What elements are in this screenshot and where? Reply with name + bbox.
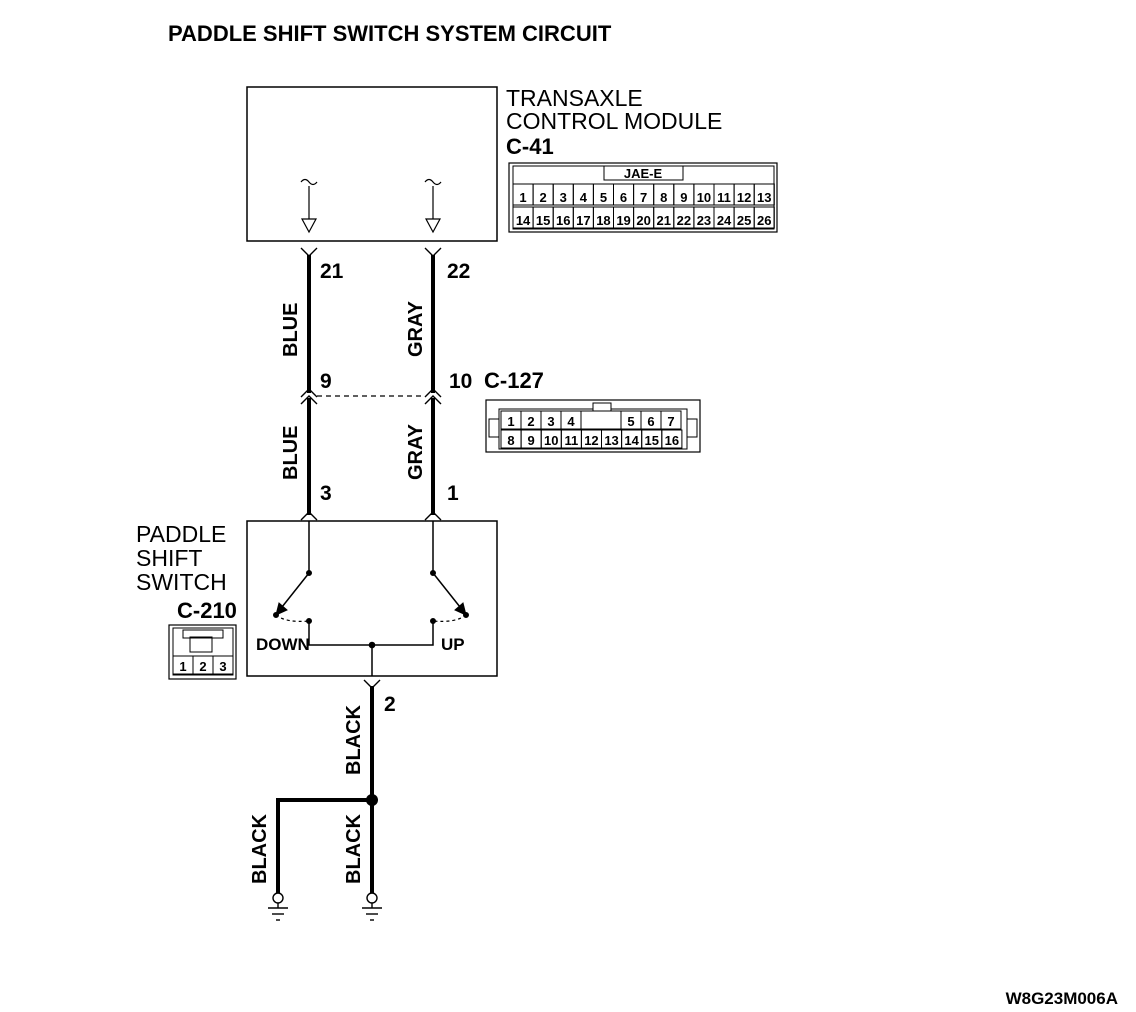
c127-cell — [660, 410, 682, 430]
c41-pin-25: 25 — [737, 213, 751, 228]
pin-label-3: 3 — [320, 482, 332, 505]
tcm-pin-22-connector-mark — [424, 247, 442, 257]
c127-pin-12: 12 — [584, 433, 598, 448]
c210-pin-2: 2 — [199, 659, 206, 674]
wire-label-blue-lower: BLUE — [280, 426, 302, 480]
c41-pin-21: 21 — [657, 213, 671, 228]
tcm-input-right-icon — [424, 178, 442, 234]
c41-pin-2: 2 — [540, 190, 547, 205]
pin-label-9: 9 — [320, 370, 332, 393]
pin-label-10: 10 — [449, 370, 472, 393]
c41-pin-24: 24 — [717, 213, 732, 228]
c41-pin-6: 6 — [620, 190, 627, 205]
c127-pin-10-connector-mark — [424, 388, 442, 405]
ground-right-icon — [362, 892, 382, 921]
switch-up-label: UP — [441, 635, 465, 654]
c127-pin-9: 9 — [528, 433, 535, 448]
paddle-switch-name-line1: PADDLE — [136, 521, 226, 547]
wire-label-black-left: BLACK — [249, 813, 271, 884]
pin-label-22: 22 — [447, 260, 470, 283]
c41-pin-14: 14 — [516, 213, 531, 228]
c41-pin-16: 16 — [556, 213, 570, 228]
wire-black-left — [276, 798, 372, 893]
paddle-switch-name-line3: SWITCH — [136, 569, 227, 595]
reference-code: W8G23M006A — [1006, 989, 1118, 1008]
pin-label-2: 2 — [384, 693, 396, 716]
tcm-connector-label: C-41 — [506, 134, 554, 159]
c41-pin-12: 12 — [737, 190, 751, 205]
tcm-block — [246, 86, 498, 242]
wire-label-gray-lower: GRAY — [405, 423, 427, 480]
c41-pin-19: 19 — [616, 213, 630, 228]
c41-pin-10: 10 — [697, 190, 711, 205]
c127-pin-15: 15 — [645, 433, 659, 448]
paddle-switch-internal — [273, 521, 469, 676]
c41-cell — [753, 206, 775, 229]
c127-pin-16: 16 — [665, 433, 679, 448]
wire-label-blue-upper: BLUE — [280, 303, 302, 357]
c41-cell — [753, 183, 775, 206]
c127-pin-6: 6 — [647, 414, 654, 429]
wire-label-black-main: BLACK — [343, 704, 365, 775]
wire-label-black-right: BLACK — [343, 813, 365, 884]
c41-pin-1: 1 — [519, 190, 526, 205]
c127-pin-5: 5 — [627, 414, 634, 429]
c41-pin-20: 20 — [636, 213, 650, 228]
c210-cell — [212, 655, 234, 675]
c41-pin-5: 5 — [600, 190, 607, 205]
c41-pin-22: 22 — [677, 213, 691, 228]
c127-pin-2: 2 — [527, 414, 534, 429]
tcm-pin-21-connector-mark — [300, 247, 318, 257]
c127-pin-13: 13 — [604, 433, 618, 448]
c127-pin-7: 7 — [667, 414, 674, 429]
c41-pin-15: 15 — [536, 213, 550, 228]
c127-pin-3: 3 — [547, 414, 554, 429]
c210-pin-3: 3 — [219, 659, 226, 674]
tcm-name-line2: CONTROL MODULE — [506, 108, 722, 134]
c127-pin-10: 10 — [544, 433, 558, 448]
c210-pin-1: 1 — [179, 659, 186, 674]
c41-pin-8: 8 — [660, 190, 667, 205]
pin-label-1: 1 — [447, 482, 459, 505]
tcm-input-left-icon — [300, 178, 318, 234]
c41-pin-23: 23 — [697, 213, 711, 228]
c210-connector-label: C-210 — [177, 598, 237, 623]
c127-cell — [661, 429, 683, 449]
ground-left-icon — [268, 892, 288, 921]
c127-pin-4: 4 — [567, 414, 575, 429]
wire-label-gray-upper: GRAY — [405, 300, 427, 357]
c127-pin-11: 11 — [564, 433, 578, 448]
c41-pin-18: 18 — [596, 213, 610, 228]
c127-pin-1: 1 — [507, 414, 514, 429]
c41-pin-11: 11 — [717, 190, 731, 205]
c127-latch — [580, 410, 622, 430]
c41-pin-3: 3 — [560, 190, 567, 205]
c41-pin-4: 4 — [580, 190, 588, 205]
c41-pin-7: 7 — [640, 190, 647, 205]
paddle-switch-name-line2: SHIFT — [136, 545, 202, 571]
c41-pin-9: 9 — [680, 190, 687, 205]
switch-pin-1-connector-mark — [424, 511, 442, 521]
c41-pin-13: 13 — [757, 190, 771, 205]
c127-pin-9-connector-mark — [300, 388, 318, 405]
c127-connector-label: C-127 — [484, 368, 544, 393]
tcm-connector-type: JAE-E — [624, 166, 663, 181]
switch-pin-3-connector-mark — [300, 511, 318, 521]
diagram-title: PADDLE SHIFT SWITCH SYSTEM CIRCUIT — [168, 21, 612, 46]
c127-pin-14: 14 — [624, 433, 639, 448]
tcm-name-line1: TRANSAXLE — [506, 85, 643, 111]
c41-pin-17: 17 — [576, 213, 590, 228]
pin-label-21: 21 — [320, 260, 344, 283]
switch-down-label: DOWN — [256, 635, 310, 654]
c41-pin-26: 26 — [757, 213, 771, 228]
c127-pin-8: 8 — [507, 433, 514, 448]
